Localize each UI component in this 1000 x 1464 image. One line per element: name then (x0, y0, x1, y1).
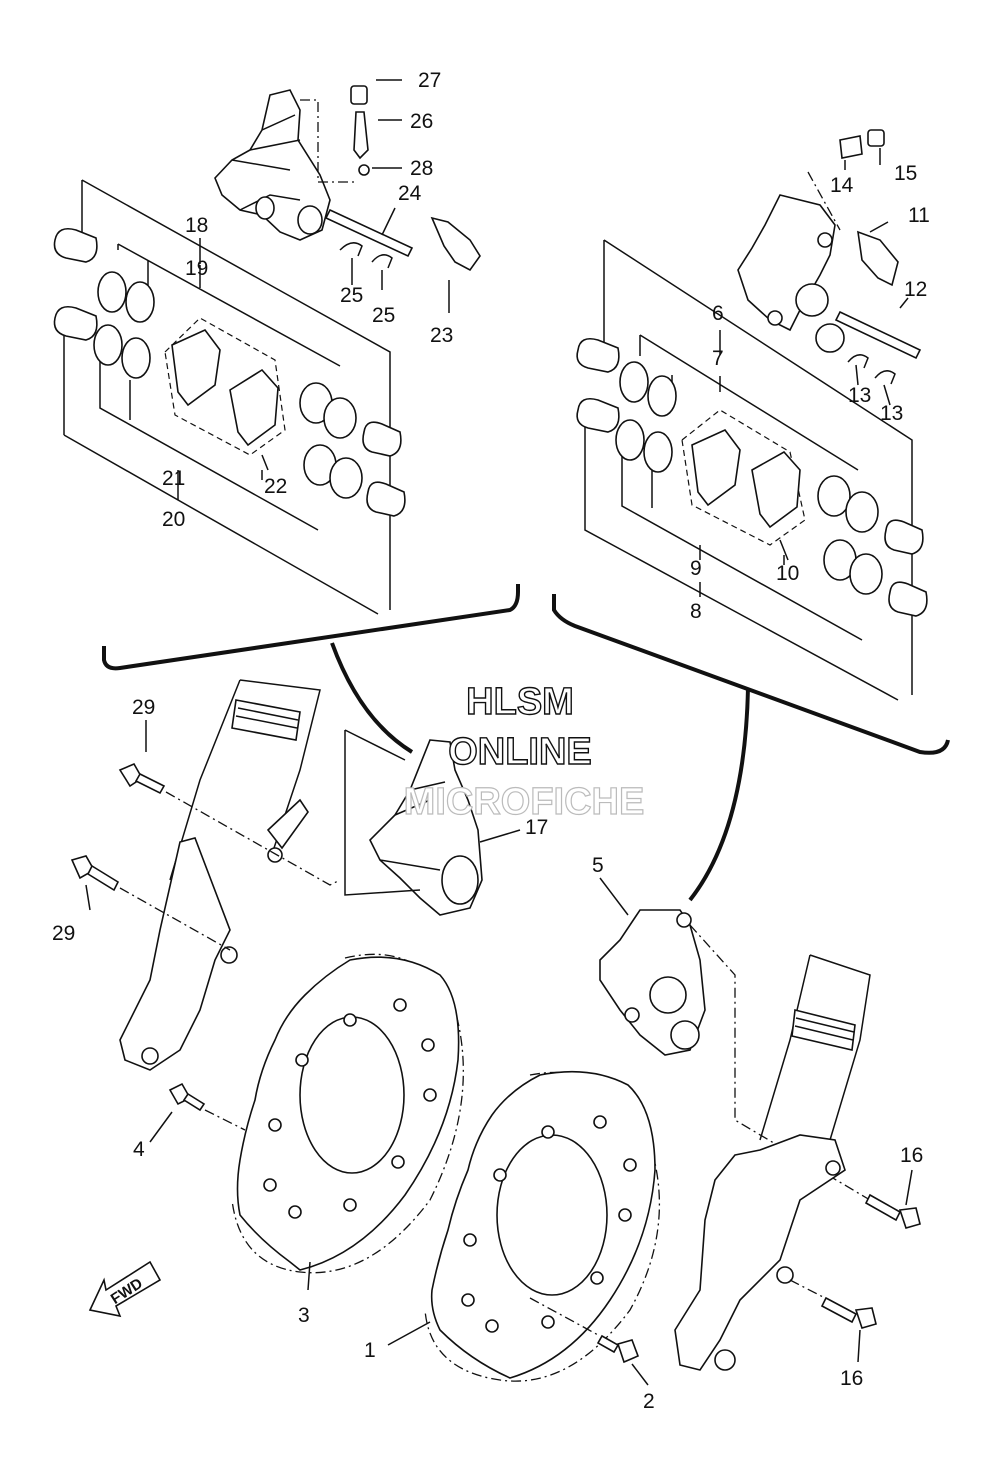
bleed-screw-26 (353, 111, 369, 160)
right-brace-pointer (688, 687, 750, 902)
callout-25b: 25 (372, 304, 395, 327)
piston-18 (53, 227, 98, 263)
ring-28 (358, 164, 370, 176)
right-kit-parts (576, 337, 928, 617)
callout-11: 11 (908, 204, 930, 227)
pad-spring-23 (430, 216, 481, 272)
callout-5: 5 (592, 854, 604, 877)
callout-18: 18 (185, 214, 208, 237)
disc-bolt-4 (168, 1082, 246, 1131)
piston-20 (53, 305, 98, 341)
right-seal-kit-bracket (584, 239, 913, 701)
watermark-line2: ONLINE (448, 731, 592, 773)
callout-14: 14 (830, 174, 854, 197)
pin-12 (834, 310, 922, 360)
callout-29a: 29 (132, 696, 155, 719)
callout-23: 23 (430, 324, 453, 347)
left-caliper-assembly (214, 85, 481, 272)
callout-13b: 13 (880, 402, 903, 425)
pin-24 (324, 208, 414, 258)
watermark-line3: MICROFICHE (404, 781, 645, 823)
callout-15: 15 (894, 162, 917, 185)
callout-24: 24 (398, 182, 422, 205)
callout-12: 12 (904, 278, 927, 301)
caliper-bolt-29-upper (118, 762, 341, 886)
callout-labels: 27 26 28 24 18 19 25 25 23 21 22 20 11 1… (52, 69, 930, 1413)
callout-8: 8 (690, 600, 702, 623)
brake-disc-1 (424, 1070, 661, 1382)
left-brace (102, 584, 520, 671)
bleed-cap-27 (350, 85, 368, 105)
callout-17: 17 (525, 816, 548, 839)
pad-spring-11 (857, 230, 899, 287)
callout-13a: 13 (848, 384, 871, 407)
caliper-bolt-16-lower (789, 1279, 877, 1329)
callout-16b: 16 (840, 1367, 863, 1390)
leader-lines (85, 79, 913, 1386)
disc-3-holes (263, 998, 437, 1219)
brake-pad-22a (171, 329, 221, 407)
left-kit-parts (53, 227, 406, 517)
left-fork-leg (119, 679, 321, 1071)
callout-7: 7 (712, 347, 724, 370)
callout-4: 4 (133, 1138, 145, 1161)
watermark: HLSM ONLINE MICROFICHE (403, 680, 645, 823)
callout-16a: 16 (900, 1144, 923, 1167)
caliper-bolt-16-upper (864, 1193, 921, 1229)
callout-27: 27 (418, 69, 441, 92)
callout-6: 6 (712, 302, 724, 325)
callout-3: 3 (298, 1304, 310, 1327)
callout-26: 26 (410, 110, 433, 133)
right-caliper-5 (599, 909, 871, 1201)
callout-20: 20 (162, 508, 185, 531)
right-caliper-assembly (737, 129, 922, 385)
disc-1-holes (461, 1115, 637, 1333)
disc-bolt-2 (529, 1297, 640, 1364)
callout-22: 22 (264, 475, 287, 498)
brake-pad-22b (229, 368, 279, 447)
right-brace (552, 594, 950, 755)
caliper-bolt-29-lower (70, 855, 231, 951)
callout-29b: 29 (52, 922, 75, 945)
left-brace-pointer (330, 642, 414, 754)
cap-15 (867, 129, 885, 147)
callout-1: 1 (364, 1339, 376, 1362)
left-seal-kit-bracket (63, 179, 391, 615)
callout-9: 9 (690, 557, 702, 580)
callout-28: 28 (410, 157, 433, 180)
bleed-screw-14 (839, 135, 863, 159)
watermark-line1: HLSM (466, 681, 574, 723)
right-fork-leg (674, 954, 871, 1371)
callout-25a: 25 (340, 284, 363, 307)
callout-21: 21 (162, 467, 185, 490)
left-caliper-17 (344, 729, 483, 916)
callout-10: 10 (776, 562, 799, 585)
brake-disc-3 (231, 953, 464, 1274)
forward-arrow-icon: FWD (88, 1260, 162, 1318)
callout-2: 2 (643, 1390, 655, 1413)
callout-19: 19 (185, 257, 208, 280)
